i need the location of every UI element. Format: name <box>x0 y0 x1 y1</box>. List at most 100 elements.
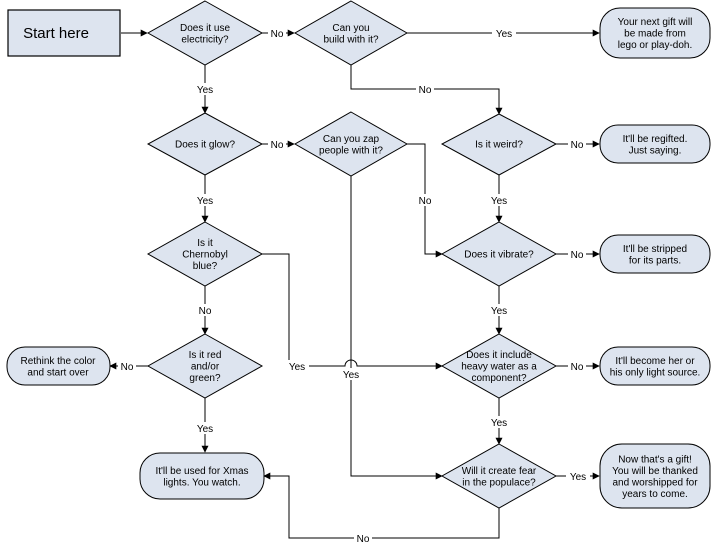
label-build-no: No <box>416 83 434 96</box>
node-label-line: Does it glow? <box>175 140 235 151</box>
node-label-line: You will be thanked <box>612 466 698 477</box>
label-heavywater-no-text: No <box>571 362 584 373</box>
node-label-line: Will it create fear <box>462 466 537 477</box>
node-start: Start here <box>7 9 121 57</box>
label-weird-no: No <box>568 138 586 151</box>
node-label-line: Rethink the color <box>20 356 96 367</box>
node-label-line: Is it weird? <box>475 140 523 151</box>
label-build-no-text: No <box>419 85 432 96</box>
label-heavywater-yes-text: Yes <box>491 418 507 429</box>
label-glow-yes: Yes <box>193 194 217 207</box>
label-electricity-no-text: No <box>271 29 284 40</box>
label-weird-no-text: No <box>571 140 584 151</box>
node-label-line: Chernobyl <box>182 250 228 261</box>
label-chernobyl-yes: Yes <box>285 360 309 373</box>
node-label-line: lights. You watch. <box>163 477 240 488</box>
node-weird: Is it weird? <box>440 113 558 176</box>
label-vibrate-yes-text: Yes <box>491 306 507 317</box>
node-label-line: for its parts. <box>629 255 681 266</box>
label-glow-yes-text: Yes <box>197 196 213 207</box>
node-label-line: It'll be regifted. <box>623 134 688 145</box>
label-glow-no: No <box>268 138 286 151</box>
node-label-line: electricity? <box>181 34 229 45</box>
edge-labels: No Yes No Yes No No Yes No Yes No No Yes… <box>118 27 590 544</box>
edge-fear-xmas <box>263 472 500 539</box>
label-redgreen-no-text: No <box>121 362 134 373</box>
node-regifted-label: It'll be regifted.Just saying. <box>623 134 688 157</box>
node-glow: Does it glow? <box>146 112 264 176</box>
label-fear-no-text: No <box>357 534 370 544</box>
label-zap-yes: Yes <box>339 368 363 381</box>
label-chernobyl-no-text: No <box>199 306 212 317</box>
label-build-yes: Yes <box>492 27 516 40</box>
label-fear-yes: Yes <box>566 470 590 483</box>
node-label-line: It'll be stripped <box>623 244 687 255</box>
label-build-yes-text: Yes <box>496 29 512 40</box>
label-vibrate-no: No <box>568 248 586 261</box>
node-label-line: Is it red <box>189 350 222 361</box>
label-redgreen-yes-text: Yes <box>197 424 213 435</box>
label-fear-no: No <box>354 532 372 544</box>
label-zap-no-text: No <box>419 196 432 207</box>
label-heavywater-no: No <box>568 360 586 373</box>
edge-zap-fear <box>350 176 443 480</box>
node-label-line: lego or play-doh. <box>618 40 693 51</box>
label-zap-yes-text: Yes <box>343 370 359 381</box>
node-label-line: be made from <box>624 29 686 40</box>
node-label-line: years to come. <box>622 489 688 500</box>
label-weird-yes: Yes <box>487 194 511 207</box>
node-glow-label: Does it glow? <box>175 140 235 151</box>
label-electricity-no: No <box>268 27 286 40</box>
label-redgreen-no: No <box>118 360 136 373</box>
node-vibrate-label: Does it vibrate? <box>464 250 534 261</box>
label-weird-yes-text: Yes <box>491 196 507 207</box>
label-vibrate-no-text: No <box>571 250 584 261</box>
node-label-line: green? <box>189 373 221 384</box>
node-vibrate: Does it vibrate? <box>440 221 558 287</box>
node-label-line: in the populace? <box>462 477 536 488</box>
node-label-line: It'll become her or <box>615 356 695 367</box>
node-label-line: It'll be used for Xmas <box>155 466 248 477</box>
edge-chernobyl-heavywater <box>262 253 443 370</box>
node-label-line: Does it use <box>180 23 230 34</box>
label-chernobyl-no: No <box>196 304 214 317</box>
node-label-line: his only light source. <box>610 367 701 378</box>
node-label-line: Does it vibrate? <box>464 250 534 261</box>
node-label-line: Is it <box>197 238 213 249</box>
label-electricity-yes-text: Yes <box>197 85 213 96</box>
node-weird-label: Is it weird? <box>475 140 523 151</box>
node-label-line: Can you <box>332 23 369 34</box>
node-label-line: and worshipped for <box>612 477 698 488</box>
node-label-line: Does it include <box>466 350 532 361</box>
label-chernobyl-yes-text: Yes <box>289 362 305 373</box>
label-glow-no-text: No <box>271 140 284 151</box>
node-label-line: people with it? <box>319 145 383 156</box>
node-start-label: Start here <box>23 25 89 42</box>
label-zap-no: No <box>416 194 434 207</box>
